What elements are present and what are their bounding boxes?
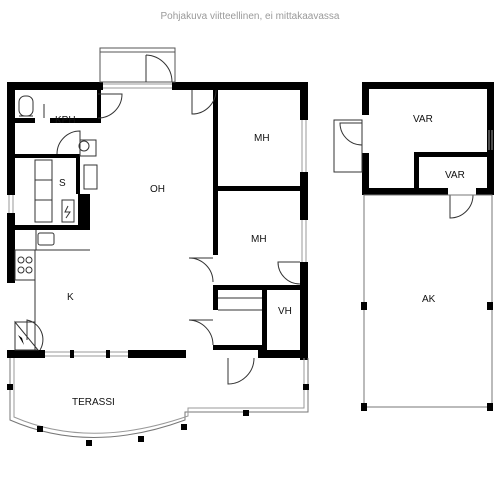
storage-inner-wall-v	[414, 152, 419, 190]
windows	[8, 83, 307, 357]
fireplace-mark	[18, 335, 24, 345]
sauna-benches	[34, 159, 75, 223]
terrace-posts	[7, 384, 309, 446]
room-label-s: S	[59, 178, 66, 189]
storage-wall-bottom-right	[476, 188, 494, 195]
room-label-var-small: VAR	[445, 170, 465, 181]
storage-wall-right	[487, 82, 494, 195]
storage-wall-bottom-left	[362, 188, 448, 195]
main-house	[7, 47, 309, 446]
room-label-mh-lower: MH	[251, 234, 267, 245]
wall-top-mid	[172, 82, 308, 90]
wall-right-upper	[300, 82, 308, 120]
entry-canopy	[99, 47, 176, 83]
wall-bottom-right	[258, 350, 308, 358]
terrace	[7, 358, 309, 446]
wall-right-lower	[300, 262, 308, 360]
room-label-vh: VH	[278, 306, 292, 317]
wall-left-mid	[7, 213, 15, 283]
room-label-oh: OH	[150, 184, 165, 195]
room-label-kph: KPH	[55, 115, 76, 126]
bathroom-fixtures	[18, 95, 97, 157]
storage-doors	[333, 119, 474, 219]
room-label-terassi: TERASSI	[72, 397, 115, 408]
window-frames	[70, 350, 110, 358]
room-label-var-large: VAR	[413, 114, 433, 125]
front-door	[145, 54, 173, 83]
room-label-ak: AK	[422, 294, 436, 305]
wall-bottom-mid	[128, 350, 186, 358]
wall-right-mid	[300, 172, 308, 220]
storage-wall-left-lower	[362, 153, 369, 195]
wall-left-upper	[7, 82, 15, 195]
plan-caption: Pohjakuva viitteellinen, ei mittakaavass…	[160, 11, 340, 22]
terrace-railing	[9, 358, 309, 438]
fireplace	[14, 320, 40, 351]
electric-heater-icon	[64, 205, 71, 219]
storage-wall-top	[362, 82, 494, 89]
storage-inner-wall-h	[414, 152, 487, 157]
carport	[361, 194, 493, 411]
room-labels: KPH S OH MH MH K VH TERASSI VAR VAR AK	[55, 114, 465, 408]
storage-wall-left-upper	[362, 82, 369, 115]
room-label-k: K	[67, 292, 74, 303]
interior-walls	[15, 90, 302, 350]
storage-building	[333, 82, 494, 411]
kitchen-fixtures	[14, 164, 98, 351]
carport-posts	[361, 302, 493, 411]
interior-doors	[26, 89, 301, 385]
wall-bottom-left	[7, 350, 45, 358]
room-label-mh-upper: MH	[254, 133, 270, 144]
wall-top-left	[7, 82, 103, 90]
closet-shelves	[218, 297, 262, 311]
storage-windows	[488, 130, 493, 150]
